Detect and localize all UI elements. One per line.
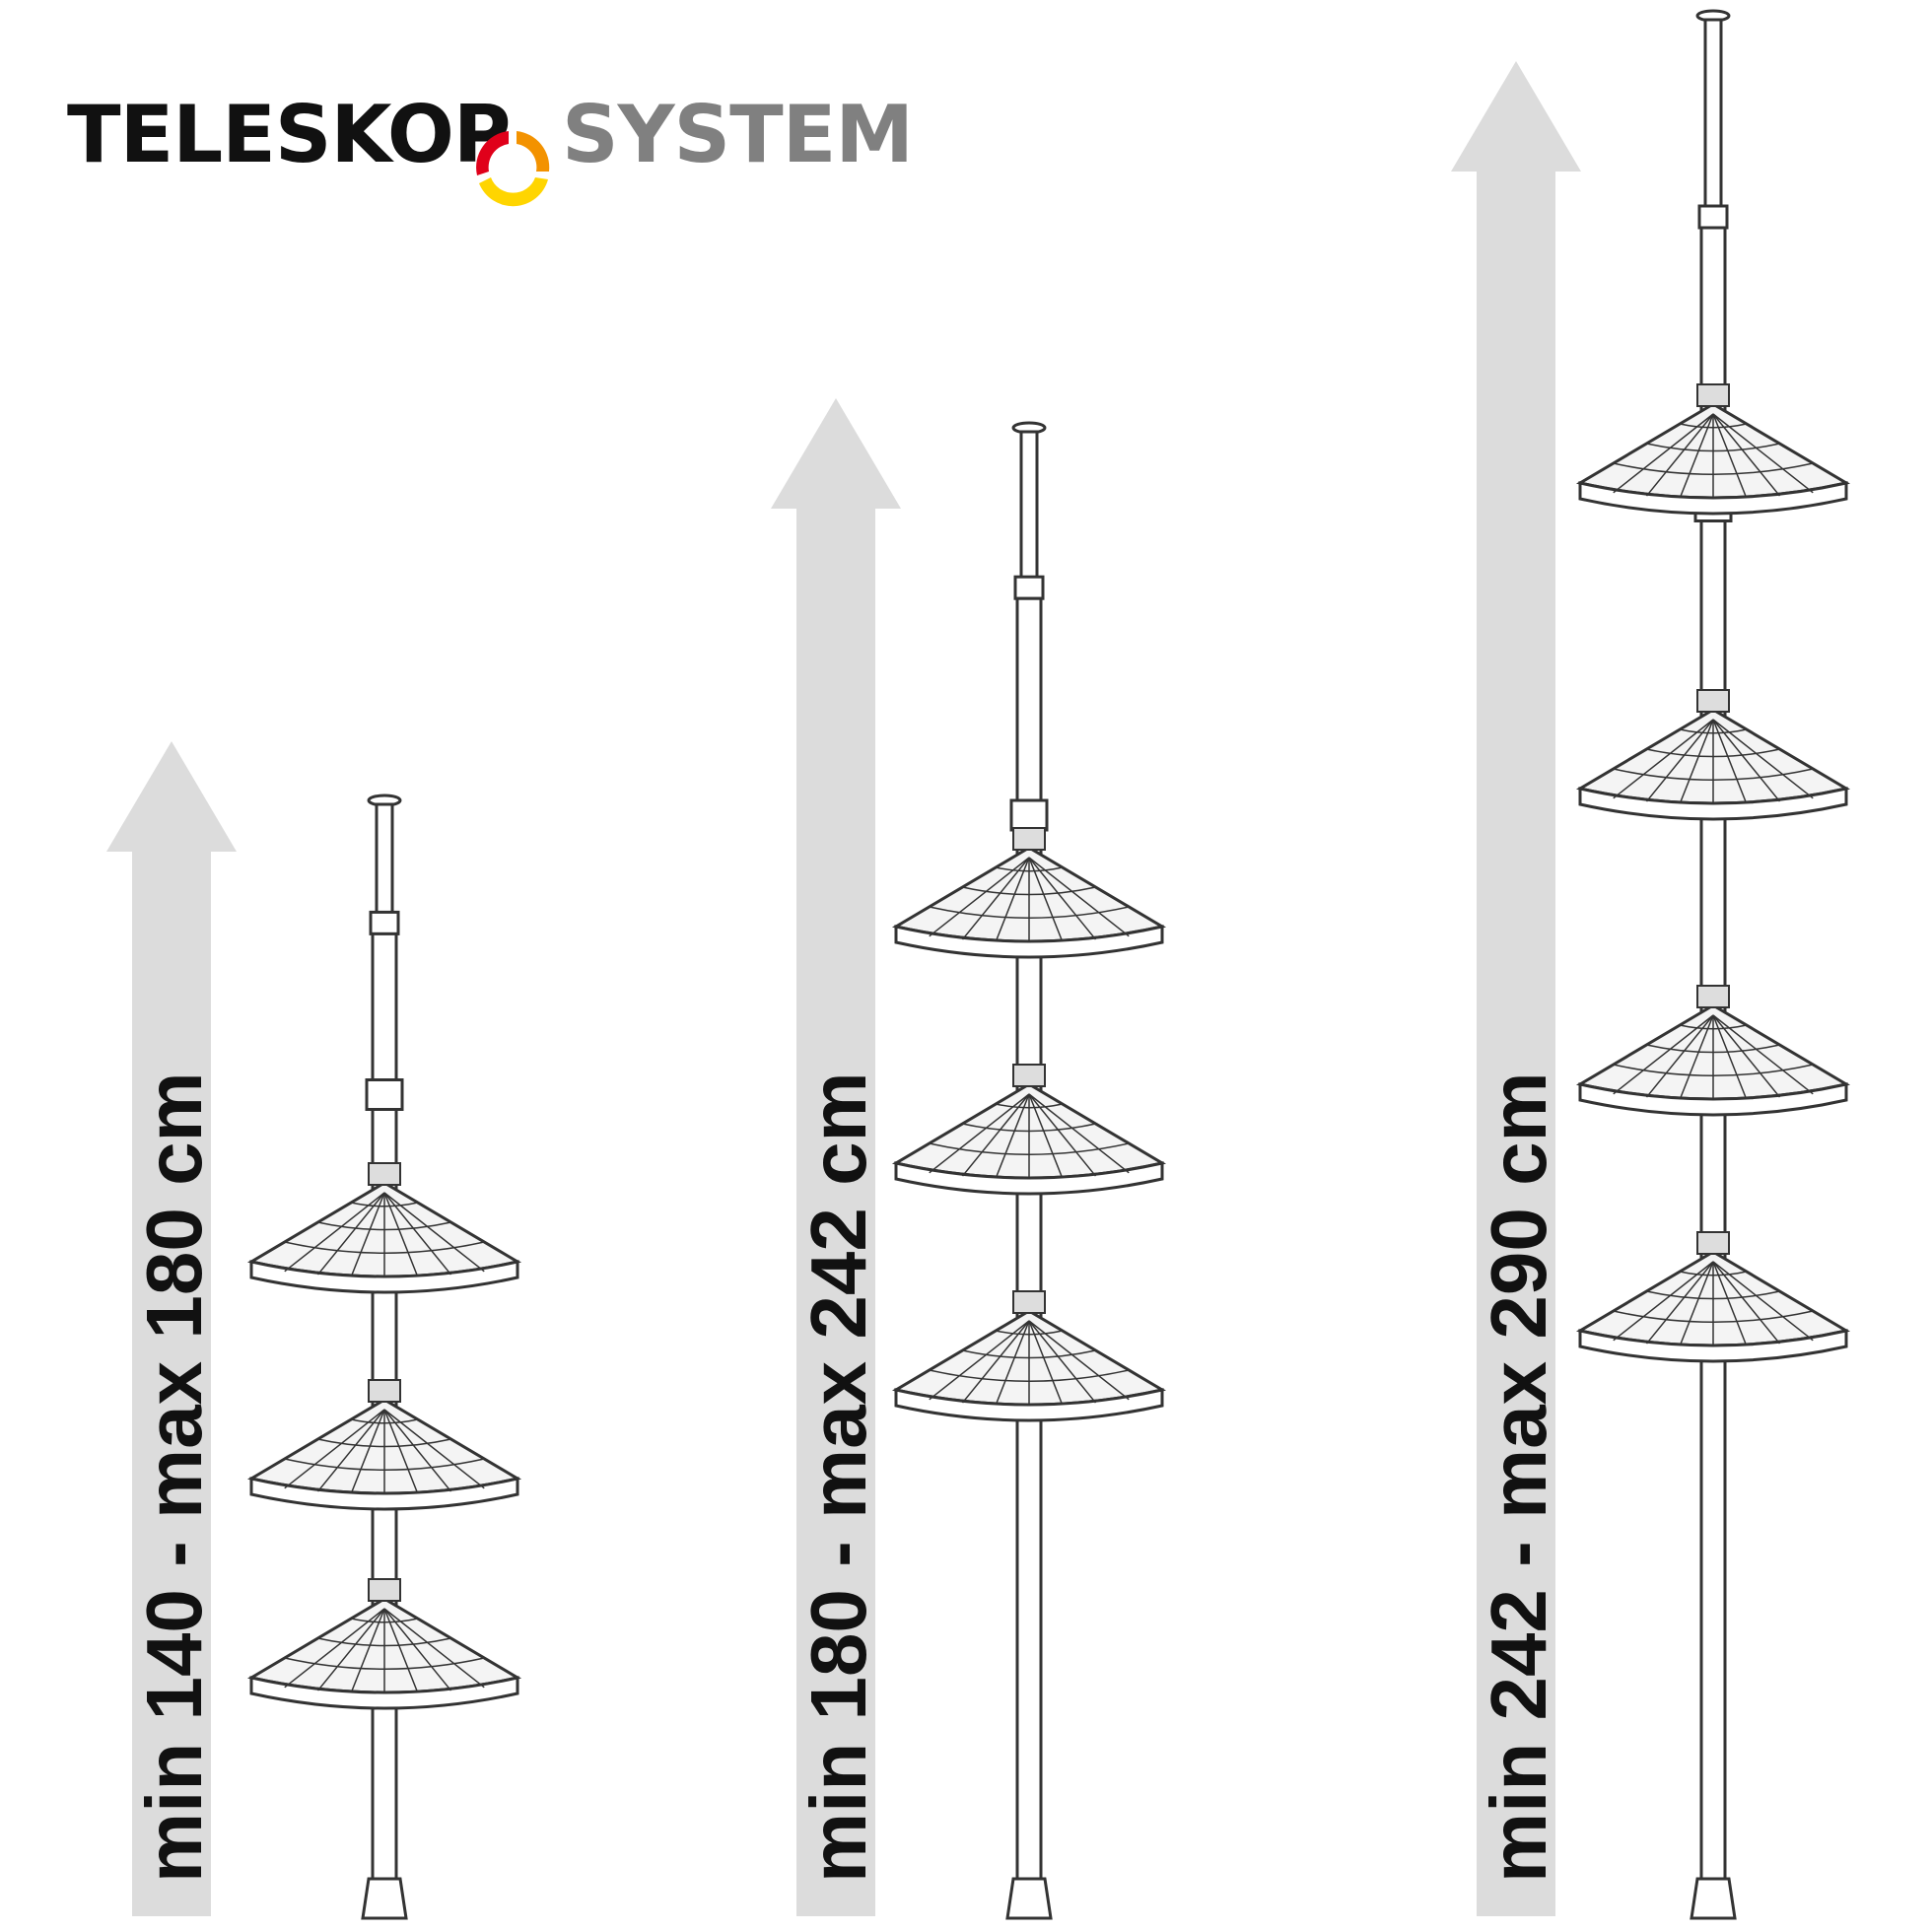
main-tube	[1015, 596, 1043, 1883]
shelf-clamp	[1696, 1231, 1730, 1255]
tube-connector	[1697, 204, 1729, 230]
shelf-wire-arc	[1680, 423, 1747, 429]
size-column-3: min 242 - max 290 cm	[1451, 9, 1851, 1920]
ring-segment-red	[476, 131, 509, 175]
shelf-clamp	[1696, 383, 1730, 407]
shelf-wire-arc	[351, 1618, 418, 1623]
height-arrow-3	[1451, 61, 1581, 1916]
shelf-wire-arc	[1646, 443, 1780, 452]
corner-shelf	[1575, 383, 1851, 516]
range-label-2: min 180 - max 242 cm	[794, 1071, 882, 1883]
upper-tube	[1019, 430, 1039, 583]
shelf-clamp	[368, 1162, 401, 1186]
floor-foot	[361, 1877, 408, 1920]
tube-connector	[369, 910, 400, 935]
size-column-2: min 180 - max 242 cm	[771, 398, 1167, 1920]
shelf-wire-arc	[962, 886, 1096, 896]
corner-shelf	[891, 1290, 1167, 1422]
corner-shelf	[246, 1578, 522, 1710]
shelf-clamp	[368, 1379, 401, 1403]
shelf-clamp	[1012, 1064, 1046, 1087]
shelf-wire-arc	[1646, 748, 1780, 758]
shelf-wire-arc	[929, 1142, 1130, 1155]
tube-joint	[365, 1078, 404, 1111]
logo-word-teleskop: TELESKOP	[67, 89, 511, 180]
height-arrow-1	[106, 741, 237, 1916]
range-label-3: min 242 - max 290 cm	[1475, 1071, 1562, 1883]
tricolor-ring-icon	[476, 131, 550, 207]
size-column-1: min 140 - max 180 cm	[106, 741, 522, 1920]
shelf-wire-arc	[317, 1438, 451, 1448]
shelf-wire-arc	[284, 1241, 485, 1254]
shelf-wire-arc	[284, 1458, 485, 1471]
shelf-wire-arc	[1613, 1064, 1814, 1076]
upper-tube	[1703, 18, 1723, 212]
shelf-clamp	[1696, 689, 1730, 713]
shelf-wire-arc	[351, 1418, 418, 1424]
ring-segment-yellow	[479, 177, 548, 207]
logo-word-system: SYSTEM	[562, 89, 913, 180]
tube-connector	[1013, 575, 1045, 600]
height-arrow-2	[771, 398, 901, 1916]
tube-joint	[1009, 798, 1049, 832]
shelf-wire-arc	[1680, 728, 1747, 734]
shower-caddy-pole-1	[246, 794, 522, 1920]
shelf-wire-arc	[1646, 1044, 1780, 1054]
shelf-wire-arc	[351, 1202, 418, 1208]
shelf-wire-arc	[284, 1657, 485, 1670]
shower-caddy-pole-2	[891, 421, 1167, 1920]
shelf-wire-arc	[996, 1330, 1063, 1336]
shower-caddy-pole-3	[1575, 9, 1851, 1920]
shelf-wire-arc	[962, 1349, 1096, 1359]
shelf-wire-arc	[317, 1637, 451, 1647]
floor-foot	[1005, 1877, 1053, 1920]
shelf-wire-arc	[1613, 768, 1814, 781]
shelf-wire-arc	[929, 906, 1130, 919]
shelf-wire-arc	[317, 1221, 451, 1231]
corner-shelf	[1575, 985, 1851, 1117]
corner-shelf	[1575, 689, 1851, 821]
corner-shelf	[891, 827, 1167, 959]
teleskop-system-logo: TELESKOP SYSTEM	[67, 89, 914, 207]
corner-shelf	[891, 1064, 1167, 1196]
shelf-wire-arc	[1613, 462, 1814, 475]
ring-segment-orange	[517, 131, 550, 172]
shelf-clamp	[1696, 985, 1730, 1008]
corner-shelf	[246, 1162, 522, 1294]
upper-tube	[375, 802, 394, 918]
shelf-wire-arc	[962, 1123, 1096, 1133]
shelf-wire-arc	[1646, 1290, 1780, 1300]
shelf-clamp	[368, 1578, 401, 1602]
shelf-wire-arc	[1613, 1310, 1814, 1323]
shelf-wire-arc	[929, 1369, 1130, 1382]
range-label-1: min 140 - max 180 cm	[130, 1071, 218, 1883]
shelf-clamp	[1012, 1290, 1046, 1314]
corner-shelf	[246, 1379, 522, 1511]
shelf-clamp	[1012, 827, 1046, 851]
shelf-wire-arc	[1680, 1271, 1747, 1276]
shelf-wire-arc	[996, 866, 1063, 872]
shelf-wire-arc	[996, 1103, 1063, 1109]
floor-foot	[1690, 1877, 1737, 1920]
shelf-wire-arc	[1680, 1024, 1747, 1030]
corner-shelf	[1575, 1231, 1851, 1363]
